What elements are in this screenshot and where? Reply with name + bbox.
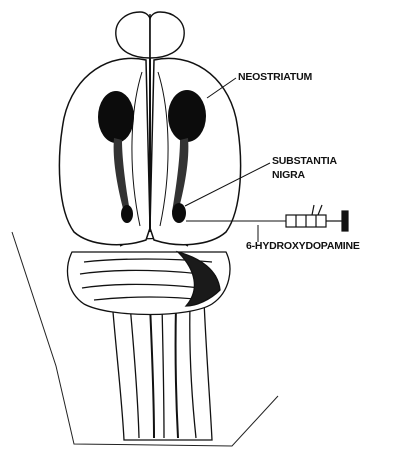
label-substantia: SUBSTANTIA [272,155,338,167]
left-substantia-nigra [121,205,133,223]
label-neostriatum: NEOSTRIATUM [238,71,312,83]
cerebral-hemispheres [59,58,240,245]
label-nigra: NIGRA [272,169,305,181]
brainstem [112,300,212,440]
right-hemisphere [150,58,241,244]
left-neostriatum [98,91,134,143]
label-6-hydroxydopamine: 6-HYDROXYDOPAMINE [246,240,360,252]
olfactory-bulbs [116,12,184,58]
right-neostriatum [168,90,206,142]
left-hemisphere [59,58,150,244]
pons [68,239,230,315]
right-substantia-nigra [172,203,186,223]
